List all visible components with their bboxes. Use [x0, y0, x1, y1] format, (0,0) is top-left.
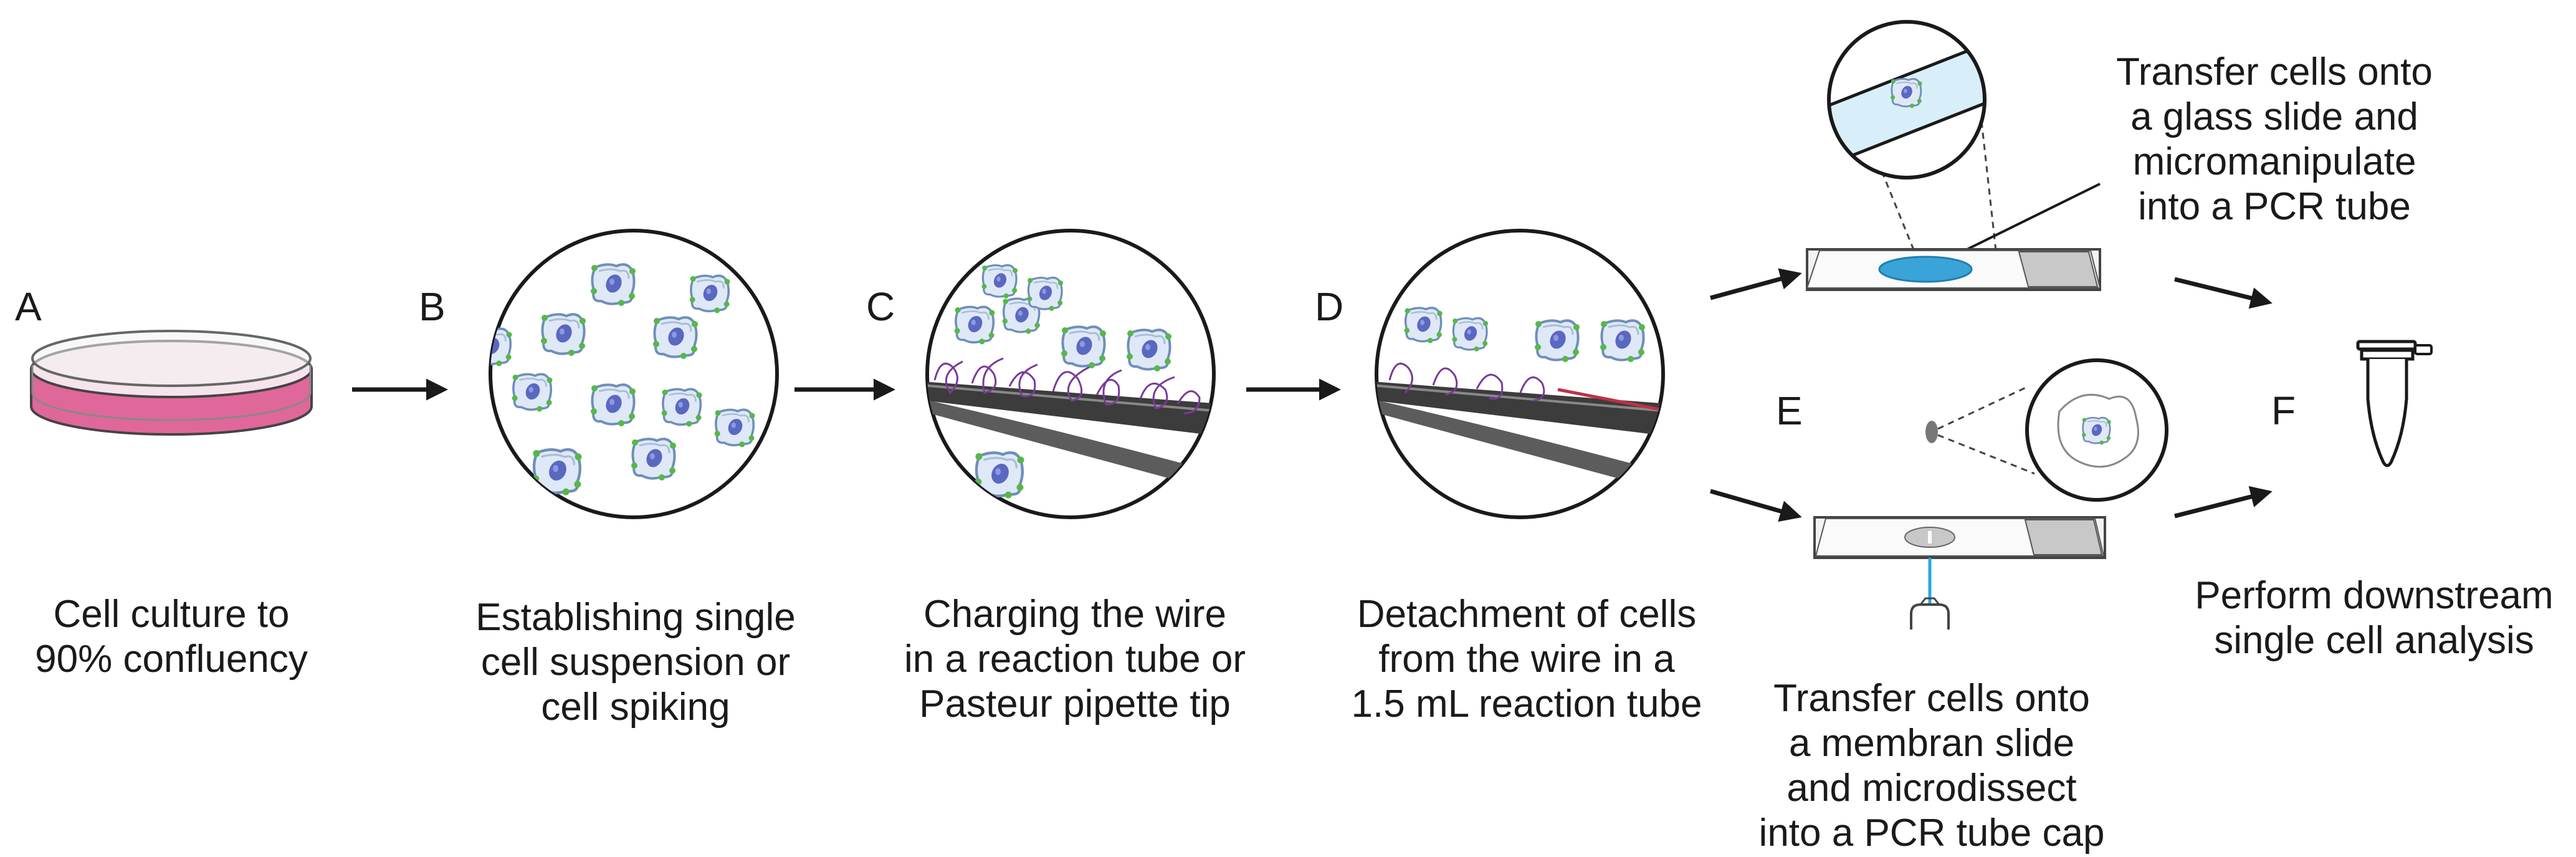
- glass-slide-icon: [1806, 20, 2101, 291]
- caption-line: Detachment of cells: [1357, 593, 1697, 636]
- step-letter-b: B: [419, 284, 446, 329]
- caption-e-bottom: Transfer cells onto a membran slide and …: [1757, 676, 2106, 856]
- caption-line: 1.5 mL reaction tube: [1351, 682, 1702, 725]
- caption-line: Transfer cells onto: [2116, 50, 2433, 93]
- petri-dish-icon: [30, 330, 313, 436]
- caption-line: into a PCR tube: [2138, 185, 2411, 228]
- step-letter-a: A: [15, 284, 42, 329]
- arrow-icon: [1710, 489, 1802, 522]
- caption-e-top: Transfer cells onto a glass slide and mi…: [2087, 50, 2461, 229]
- arrow-icon: [1710, 268, 1802, 300]
- cell-suspension-circle: [489, 229, 779, 519]
- detachment-circle: [1375, 229, 1665, 519]
- caption-line: single cell analysis: [2214, 619, 2534, 662]
- caption-line: 90% confluency: [35, 638, 308, 681]
- caption-line: Establishing single: [475, 596, 796, 639]
- caption-a: Cell culture to 90% confluency: [25, 592, 318, 682]
- step-letter-d: D: [1315, 284, 1344, 329]
- step-letter-c: C: [866, 284, 895, 329]
- caption-line: Charging the wire: [923, 593, 1226, 636]
- arrow-icon: [2174, 486, 2273, 519]
- step-letter-f: F: [2271, 388, 2296, 433]
- caption-line: Cell culture to: [53, 593, 290, 636]
- caption-f: Perform downstream single cell analysis: [2175, 573, 2574, 663]
- caption-line: micromanipulate: [2132, 140, 2416, 183]
- arrow-icon: [2174, 277, 2273, 309]
- caption-line: in a reaction tube or: [904, 638, 1246, 681]
- caption-line: a glass slide and: [2130, 95, 2418, 138]
- caption-d: Detachment of cells from the wire in a 1…: [1333, 592, 1720, 727]
- caption-b: Establishing single cell suspension or c…: [458, 595, 813, 730]
- caption-line: Transfer cells onto: [1773, 677, 2090, 720]
- caption-line: cell spiking: [541, 686, 730, 729]
- caption-line: into a PCR tube cap: [1758, 812, 2105, 855]
- caption-line: from the wire in a: [1378, 638, 1675, 681]
- caption-line: Perform downstream: [2195, 574, 2554, 617]
- wire-charging-circle: [925, 229, 1216, 519]
- caption-line: cell suspension or: [480, 641, 791, 684]
- caption-line: Pasteur pipette tip: [919, 682, 1231, 725]
- wire-icon: [927, 381, 1214, 436]
- caption-line: and microdissect: [1787, 767, 2077, 810]
- step-letter-e: E: [1776, 388, 1803, 433]
- caption-c: Charging the wire in a reaction tube or …: [882, 592, 1268, 727]
- pcr-tube-icon: [2356, 340, 2433, 467]
- membrane-slide-icon: [1813, 358, 2168, 630]
- caption-line: a membran slide: [1788, 722, 2075, 765]
